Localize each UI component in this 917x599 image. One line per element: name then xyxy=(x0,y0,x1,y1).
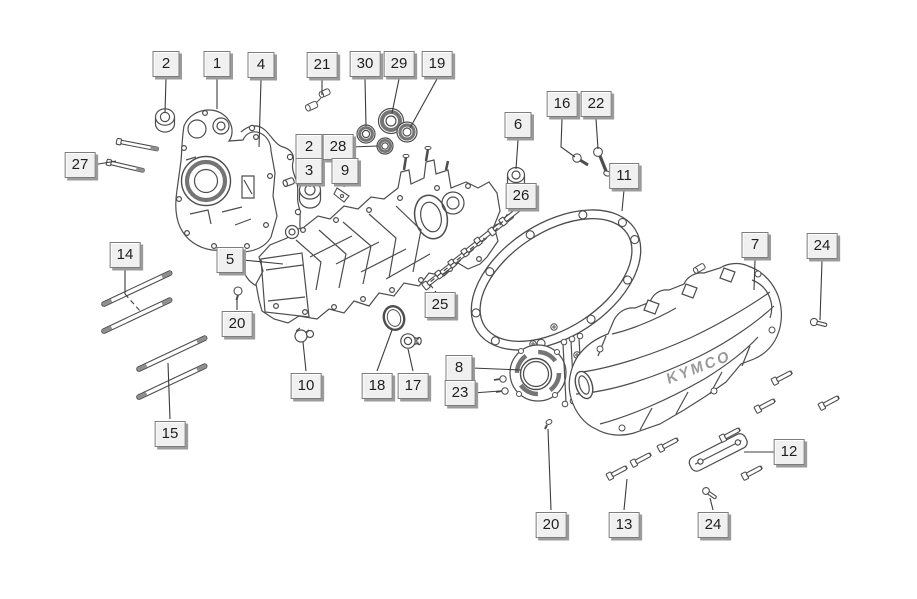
part-28-bearing xyxy=(376,137,394,155)
part-callout-26: 26 xyxy=(505,183,537,209)
leader-line-25 xyxy=(428,237,485,296)
part-callout-10: 10 xyxy=(290,373,322,399)
part-callout-1: 1 xyxy=(203,51,231,77)
part-callout-11: 11 xyxy=(609,163,639,189)
part-callout-5: 5 xyxy=(216,247,244,273)
part-callout-2: 2 xyxy=(295,134,323,160)
leader-line-29 xyxy=(391,78,400,114)
part-callout-23: 23 xyxy=(444,380,476,406)
part-9-wedge xyxy=(333,187,350,203)
part-16-screw xyxy=(572,153,589,167)
leader-line-11 xyxy=(621,189,625,212)
part-7-belt-cover: KYMCO xyxy=(568,262,782,436)
part-5-crankcase-main xyxy=(255,145,501,324)
part-callout-18: 18 xyxy=(361,373,393,399)
part-callout-20: 20 xyxy=(535,512,567,538)
leader-line-10 xyxy=(302,341,307,372)
leader-line-13 xyxy=(623,478,628,511)
part-callout-12: 12 xyxy=(773,439,805,465)
part-callout-9: 9 xyxy=(331,158,359,184)
part-12-bracket xyxy=(688,433,748,472)
leader-line-6 xyxy=(515,139,519,170)
part-callout-16: 16 xyxy=(546,91,578,117)
leader-line-14 xyxy=(124,293,142,313)
part-27-bolts xyxy=(105,137,159,173)
leader-line-9 xyxy=(343,183,346,188)
part-17-plug xyxy=(400,333,422,349)
leader-line-5 xyxy=(242,259,284,265)
part-callout-2: 2 xyxy=(152,51,180,77)
leader-line-27 xyxy=(92,160,117,166)
leader-line-28 xyxy=(350,145,379,148)
part-callout-28: 28 xyxy=(322,134,354,160)
leader-line-22 xyxy=(595,118,599,150)
part-callout-24: 24 xyxy=(806,233,838,259)
part-30-bearing xyxy=(356,124,376,144)
part-3-roller xyxy=(282,177,322,209)
part-10-clamp xyxy=(294,327,315,343)
leader-line-19 xyxy=(409,78,438,129)
part-callout-15: 15 xyxy=(154,421,186,447)
leader-line-17 xyxy=(407,348,414,372)
leader-line-4 xyxy=(258,79,262,148)
leader-line-16 xyxy=(560,118,576,158)
part-callout-21: 21 xyxy=(306,52,338,78)
leader-line-15 xyxy=(167,362,171,420)
part-20-pin xyxy=(544,419,553,430)
part-callout-14: 14 xyxy=(109,242,141,268)
leader-line-2 xyxy=(164,78,167,113)
part-1-crankcase-half xyxy=(175,109,278,253)
part-callout-17: 17 xyxy=(397,373,429,399)
part-callout-29: 29 xyxy=(383,51,415,77)
part-18-seal-ring xyxy=(382,304,406,332)
part-29-bearing xyxy=(377,107,405,135)
leader-line-20 xyxy=(547,428,552,511)
part-callout-27: 27 xyxy=(64,152,96,178)
part-22-screw xyxy=(593,147,611,177)
part-callout-20: 20 xyxy=(221,311,253,337)
part-callout-24: 24 xyxy=(697,512,729,538)
part-callout-3: 3 xyxy=(295,158,323,184)
part-callout-22: 22 xyxy=(580,91,612,117)
leader-line-18 xyxy=(376,329,393,372)
leader-line-7 xyxy=(753,259,756,291)
part-callout-7: 7 xyxy=(741,232,769,258)
part-callout-19: 19 xyxy=(421,51,453,77)
leader-line-30 xyxy=(364,78,367,127)
leader-line-23 xyxy=(472,390,501,394)
dowel-pin xyxy=(692,263,706,274)
part-24-bolts xyxy=(702,317,828,500)
part-callout-30: 30 xyxy=(349,51,381,77)
leader-line-24 xyxy=(709,497,714,511)
part-callout-6: 6 xyxy=(504,112,532,138)
leader-line-26 xyxy=(494,206,513,232)
leader-line-3 xyxy=(308,183,311,188)
leader-line-24 xyxy=(819,260,823,321)
part-23-screws xyxy=(493,375,509,395)
part-19-bearing xyxy=(396,121,418,143)
part-callout-4: 4 xyxy=(247,52,275,78)
part-callout-8: 8 xyxy=(445,355,473,381)
part-2-bushing xyxy=(154,108,176,133)
leader-line-8 xyxy=(471,367,522,371)
part-callout-25: 25 xyxy=(424,292,456,318)
part-callout-13: 13 xyxy=(608,512,640,538)
